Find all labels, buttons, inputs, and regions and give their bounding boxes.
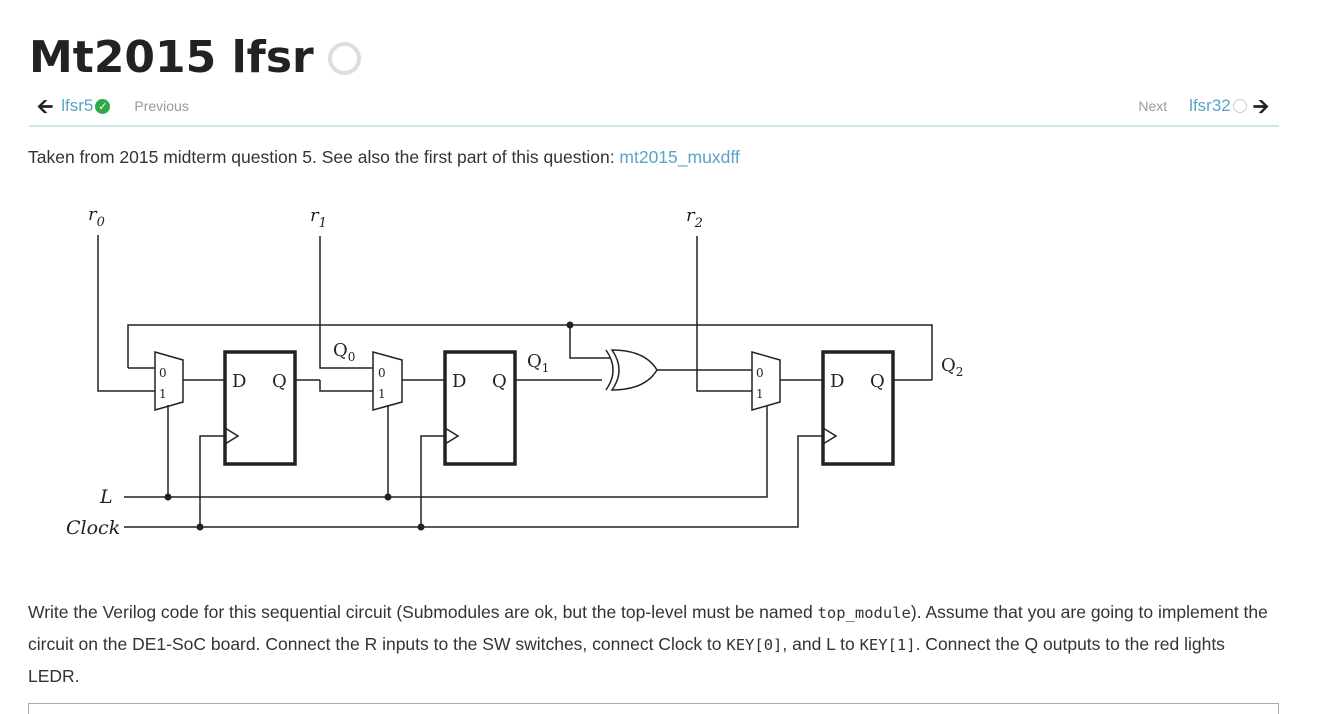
output-q0: Q0 [333,340,355,364]
mux-1 [372,351,403,411]
output-q1: Q1 [527,351,549,375]
feedback-wire [127,324,933,380]
xor-gate [610,349,658,391]
problem-description: Write the Verilog code for this sequenti… [28,597,1278,692]
arrow-right-icon[interactable]: 🡪 [1252,94,1269,118]
intro-sentence: Taken from 2015 midterm question 5. See … [28,147,620,167]
dff-1 [443,350,517,466]
page-title-text: Mt2015 lfsr [29,32,314,83]
mux-2 [751,351,781,411]
incomplete-circle-icon [1232,99,1247,113]
desc-part2: ). Assume that you are going to implemen… [28,602,1268,654]
next-label: Next [1138,98,1168,114]
l-wire [124,405,768,498]
prev-problem-link[interactable]: lfsr5 [61,96,94,115]
nav-next: Next lfsr32 🡪 [1138,96,1269,116]
clock-wire [124,435,823,528]
nav-prev: 🡨 lfsr5 ✓ Previous [37,96,189,116]
signal-l-label: L [99,486,113,508]
mux2-label-1: 1 [756,387,764,401]
check-icon: ✓ [95,98,111,114]
arrow-left-icon[interactable]: 🡨 [37,94,54,118]
output-q2: Q2 [941,355,963,379]
junction-dot [196,523,204,531]
desc-part1: Write the Verilog code for this sequenti… [28,602,818,622]
editor-box-top-edge [28,703,1279,714]
junction-dot [566,321,574,329]
circuit-diagram: r0 r1 r2 Q0 Q1 Q2 0 1 0 1 0 1 D Q D Q D … [66,204,963,539]
xor-back-curve [605,349,614,391]
status-circle-icon [327,41,361,75]
dff2-d-label: D [830,371,844,392]
next-problem-link[interactable]: lfsr32 [1189,96,1231,115]
prev-label: Previous [134,98,189,114]
mux-0 [154,351,184,411]
desc-part4: . Connect the Q outputs to the red light… [28,634,1225,686]
mux0-label-1: 1 [159,387,167,401]
mux2-label-0: 0 [756,366,764,380]
dff1-q-label: Q [492,371,507,392]
r2-wire [696,236,752,392]
dff1-d-label: D [452,371,466,392]
clk-tri-1 [444,427,460,445]
junction-dot [384,493,392,501]
xor-in-wire [569,325,610,359]
dff2-q-label: Q [870,371,885,392]
page-title: Mt2015 lfsr [29,30,361,86]
intro-text: Taken from 2015 midterm question 5. See … [28,147,740,168]
signal-clock-label: Clock [66,517,120,539]
dff-2 [821,350,895,466]
input-r0: r0 [88,204,105,230]
input-r1: r1 [310,205,327,231]
muxdff-link[interactable]: mt2015_muxdff [619,147,740,167]
r1-wire [319,236,373,369]
dff0-q-label: Q [272,371,287,392]
clk-tri-2 [822,427,838,445]
junction-dot [164,493,172,501]
desc-part3: , and L to [782,634,860,654]
r0-wire [97,235,155,392]
clock-dff1 [420,435,445,527]
code-key0: KEY[0] [726,636,783,654]
code-key1: KEY[1] [859,636,916,654]
mux1-label-0: 0 [378,366,386,380]
dff0-d-label: D [232,371,246,392]
q0-to-mux1 [319,380,373,392]
junction-dot [417,523,425,531]
clock-dff0 [199,435,225,527]
mux1-label-1: 1 [378,387,386,401]
input-r2: r2 [686,205,703,231]
mux0-label-0: 0 [159,366,167,380]
dff-0 [223,350,297,466]
clk-tri-0 [224,427,240,445]
code-top-module: top_module [817,604,911,622]
problem-nav: 🡨 lfsr5 ✓ Previous Next lfsr32 🡪 [29,90,1279,127]
